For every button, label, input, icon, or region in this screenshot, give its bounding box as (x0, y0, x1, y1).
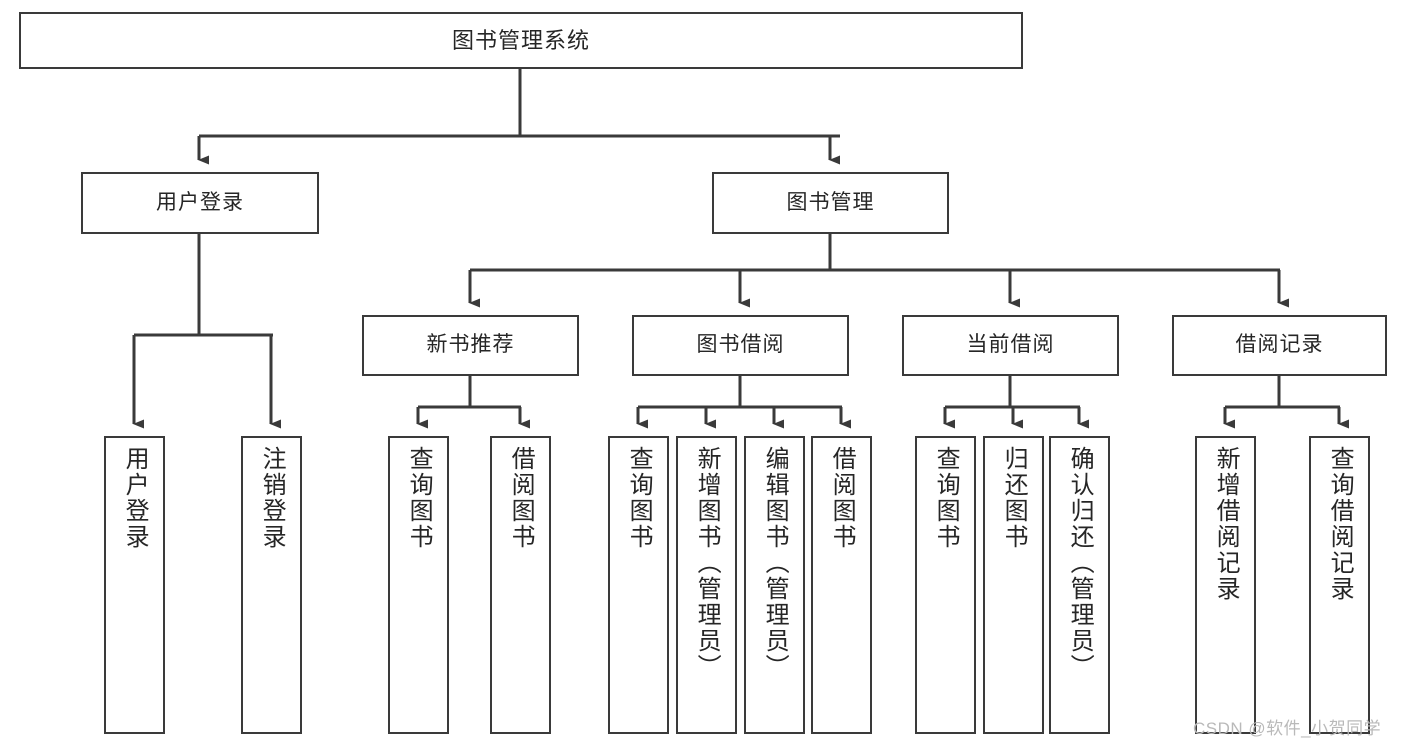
node-leaf-user-login[interactable]: 用户登录 (104, 436, 165, 734)
node-leaf-add-book-label: 新增图书（管理员） (693, 446, 721, 680)
node-leaf-borrow-book-2[interactable]: 借阅图书 (811, 436, 872, 734)
node-leaf-add-book[interactable]: 新增图书（管理员） (676, 436, 737, 734)
node-leaf-return-book-label: 归还图书 (1000, 446, 1028, 550)
node-leaf-confirm-return[interactable]: 确认归还（管理员） (1049, 436, 1110, 734)
node-root-label: 图书管理系统 (451, 27, 590, 53)
node-leaf-query-book-3-label: 查询图书 (932, 446, 960, 550)
node-leaf-add-record[interactable]: 新增借阅记录 (1195, 436, 1256, 734)
node-leaf-query-book-1[interactable]: 查询图书 (388, 436, 449, 734)
node-new-book-recommend[interactable]: 新书推荐 (362, 315, 579, 376)
node-leaf-borrow-book-1[interactable]: 借阅图书 (490, 436, 551, 734)
node-book-borrow[interactable]: 图书借阅 (632, 315, 849, 376)
node-leaf-return-book[interactable]: 归还图书 (983, 436, 1044, 734)
node-leaf-edit-book-label: 编辑图书（管理员） (761, 446, 789, 680)
node-leaf-query-record-label: 查询借阅记录 (1326, 446, 1354, 602)
node-leaf-logout-login[interactable]: 注销登录 (241, 436, 302, 734)
node-leaf-query-record[interactable]: 查询借阅记录 (1309, 436, 1370, 734)
node-leaf-add-record-label: 新增借阅记录 (1212, 446, 1240, 602)
node-leaf-user-login-label: 用户登录 (121, 446, 149, 550)
node-current-borrow[interactable]: 当前借阅 (902, 315, 1119, 376)
node-leaf-query-book-2[interactable]: 查询图书 (608, 436, 669, 734)
node-borrow-record[interactable]: 借阅记录 (1172, 315, 1387, 376)
node-borrow-record-label: 借阅记录 (1235, 333, 1324, 357)
node-leaf-edit-book[interactable]: 编辑图书（管理员） (744, 436, 805, 734)
node-leaf-borrow-book-2-label: 借阅图书 (828, 446, 856, 550)
node-leaf-query-book-3[interactable]: 查询图书 (915, 436, 976, 734)
node-leaf-query-book-2-label: 查询图书 (625, 446, 653, 550)
node-book-manage-label: 图书管理 (786, 190, 875, 214)
node-leaf-borrow-book-1-label: 借阅图书 (507, 446, 535, 550)
node-leaf-confirm-return-label: 确认归还（管理员） (1066, 446, 1094, 680)
node-book-manage[interactable]: 图书管理 (712, 172, 949, 234)
node-book-borrow-label: 图书借阅 (696, 333, 785, 357)
node-leaf-logout-login-label: 注销登录 (258, 446, 286, 550)
node-new-book-recommend-label: 新书推荐 (426, 333, 515, 357)
node-user-login[interactable]: 用户登录 (81, 172, 319, 234)
node-current-borrow-label: 当前借阅 (966, 333, 1055, 357)
node-user-login-label: 用户登录 (156, 190, 244, 214)
node-root[interactable]: 图书管理系统 (19, 12, 1023, 69)
node-leaf-query-book-1-label: 查询图书 (405, 446, 433, 550)
